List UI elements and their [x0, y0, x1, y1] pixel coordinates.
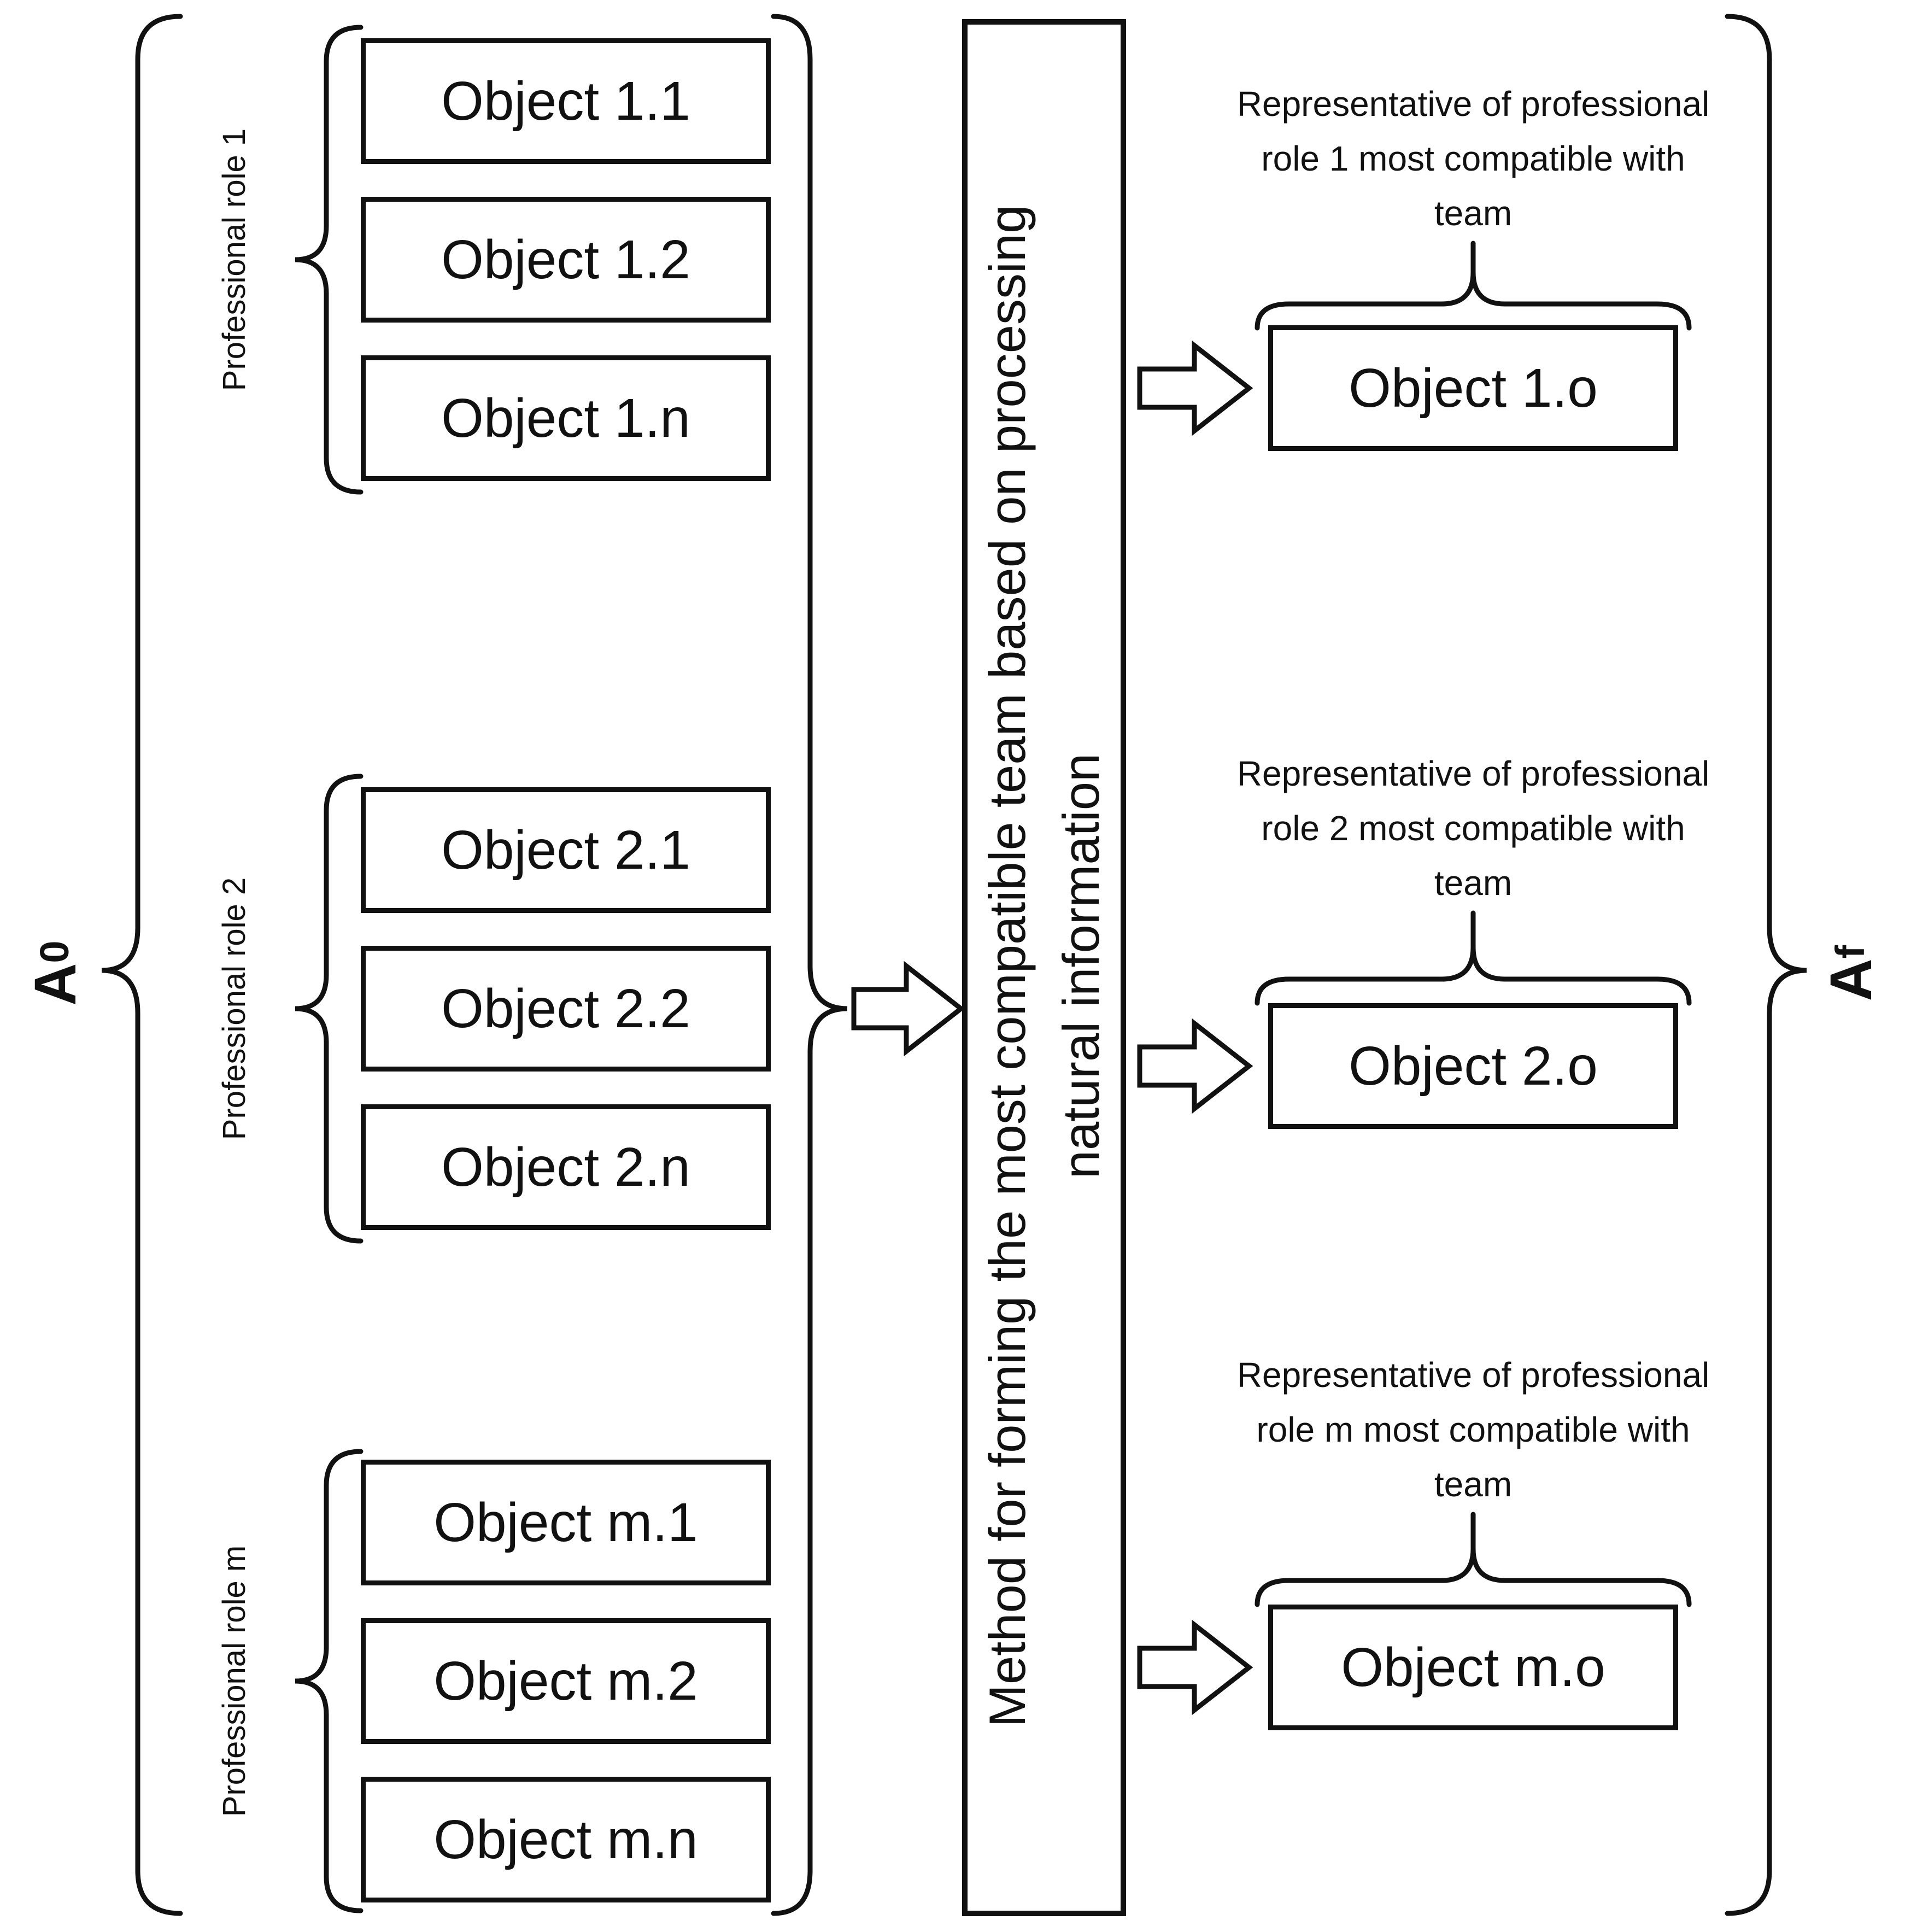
caption-line: role m most compatible with	[1256, 1410, 1690, 1449]
right-outer-brace	[1725, 14, 1807, 1916]
caption-line: team	[1434, 194, 1513, 233]
output-caption-2: Representative of professional role 2 mo…	[1200, 746, 1746, 910]
caption-line: Representative of professional	[1236, 84, 1710, 124]
left-outer-brace	[101, 14, 183, 1916]
method-box-text: Method for forming the most compatible t…	[969, 31, 1119, 1901]
object-box-m-1: Object m.1	[361, 1460, 771, 1585]
output-box-m-o: Object m.o	[1268, 1605, 1678, 1730]
output-box-1-o: Object 1.o	[1268, 325, 1678, 451]
boxes-close-brace	[771, 14, 848, 1916]
group-brace-role-1	[295, 25, 364, 495]
group-brace-role-2	[295, 774, 364, 1244]
output-arrow-icon-3	[1137, 1619, 1253, 1716]
method-box-line-1: Method for forming the most compatible t…	[978, 204, 1036, 1728]
method-box	[962, 19, 1126, 1916]
object-box-2-1: Object 2.1	[361, 787, 771, 913]
group-brace-role-m	[295, 1449, 364, 1913]
role-label-2: Professional role 2	[216, 877, 252, 1140]
final-set-label-base: A	[1817, 958, 1884, 1002]
overbrace-3	[1255, 1548, 1692, 1607]
caption-line: Representative of professional	[1236, 1355, 1710, 1395]
output-box-2-o: Object 2.o	[1268, 1003, 1678, 1129]
caption-line: team	[1434, 863, 1513, 903]
output-arrow-icon-1	[1137, 340, 1253, 436]
object-box-1-n: Object 1.n	[361, 355, 771, 481]
overbrace-1	[1255, 272, 1692, 331]
output-caption-1: Representative of professional role 1 mo…	[1200, 77, 1746, 241]
object-box-m-2: Object m.2	[361, 1618, 771, 1744]
flow-arrow-icon	[851, 961, 965, 1057]
method-box-line-2: natural information	[1052, 753, 1110, 1179]
object-box-2-n: Object 2.n	[361, 1104, 771, 1230]
output-arrow-icon-2	[1137, 1018, 1253, 1114]
role-label-1: Professional role 1	[216, 128, 252, 391]
object-box-1-1: Object 1.1	[361, 38, 771, 164]
caption-line: Representative of professional	[1236, 754, 1710, 793]
object-box-2-2: Object 2.2	[361, 946, 771, 1072]
caption-line: role 2 most compatible with	[1261, 809, 1685, 848]
object-box-m-n: Object m.n	[361, 1777, 771, 1902]
role-label-m: Professional role m	[216, 1545, 252, 1817]
caption-line: team	[1434, 1465, 1513, 1504]
object-box-1-2: Object 1.2	[361, 197, 771, 323]
overbrace-2	[1255, 947, 1692, 1006]
output-caption-m: Representative of professional role m mo…	[1200, 1348, 1746, 1512]
caption-line: role 1 most compatible with	[1261, 139, 1685, 178]
initial-set-label-base: A	[21, 963, 88, 1006]
